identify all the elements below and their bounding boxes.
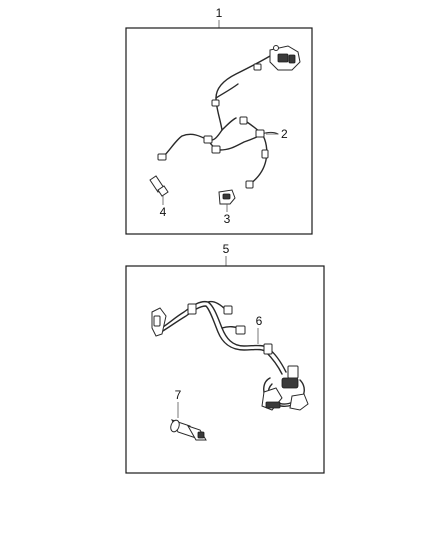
callout-5[interactable]: 5 (223, 242, 230, 256)
callout-1[interactable]: 1 (216, 6, 223, 20)
wiring-harness-2[interactable] (157, 45, 301, 189)
connector-3[interactable] (218, 189, 236, 205)
sleeve-7[interactable] (169, 419, 207, 441)
assembly-box-upper (125, 27, 313, 235)
wiring-harness-6[interactable] (151, 300, 309, 411)
callout-3[interactable]: 3 (224, 212, 231, 226)
assembly-box-lower (125, 265, 325, 474)
callout-6[interactable]: 6 (256, 314, 263, 328)
callout-7[interactable]: 7 (175, 388, 182, 402)
pigtail-4[interactable] (149, 175, 169, 197)
callout-4[interactable]: 4 (160, 205, 167, 219)
callout-2[interactable]: 2 (281, 127, 288, 141)
